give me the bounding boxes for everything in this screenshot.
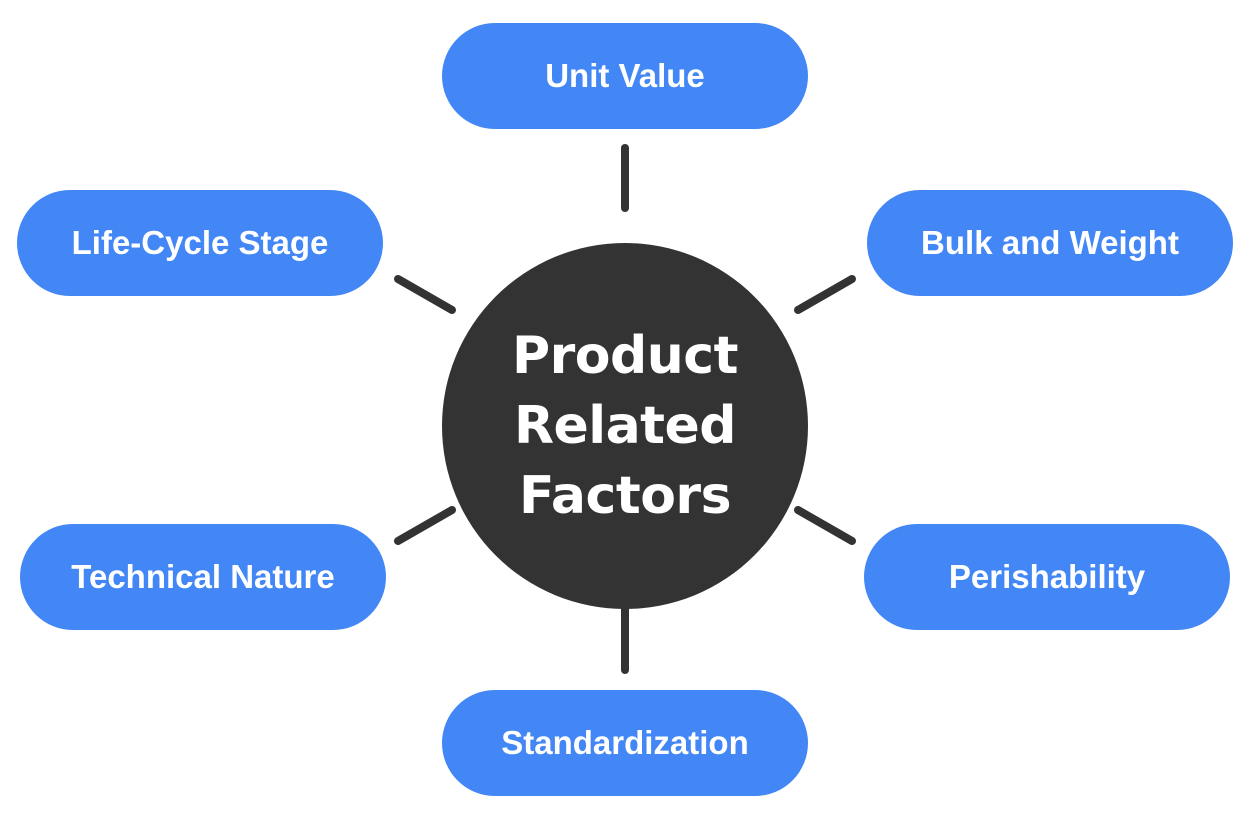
connector-bottom-right [794, 506, 856, 545]
node-perishability: Perishability [864, 524, 1230, 630]
node-life-cycle-stage: Life-Cycle Stage [17, 190, 383, 296]
center-node: Product Related Factors [442, 243, 808, 609]
connector-bottom-left [394, 506, 456, 545]
node-standardization: Standardization [442, 690, 808, 796]
center-node-label: Product Related Factors [512, 326, 738, 526]
node-bulk-and-weight: Bulk and Weight [867, 190, 1233, 296]
node-technical-nature: Technical Nature [20, 524, 386, 630]
node-unit-value: Unit Value [442, 23, 808, 129]
connector-top-left [394, 275, 456, 314]
connector-top-right [794, 275, 856, 314]
